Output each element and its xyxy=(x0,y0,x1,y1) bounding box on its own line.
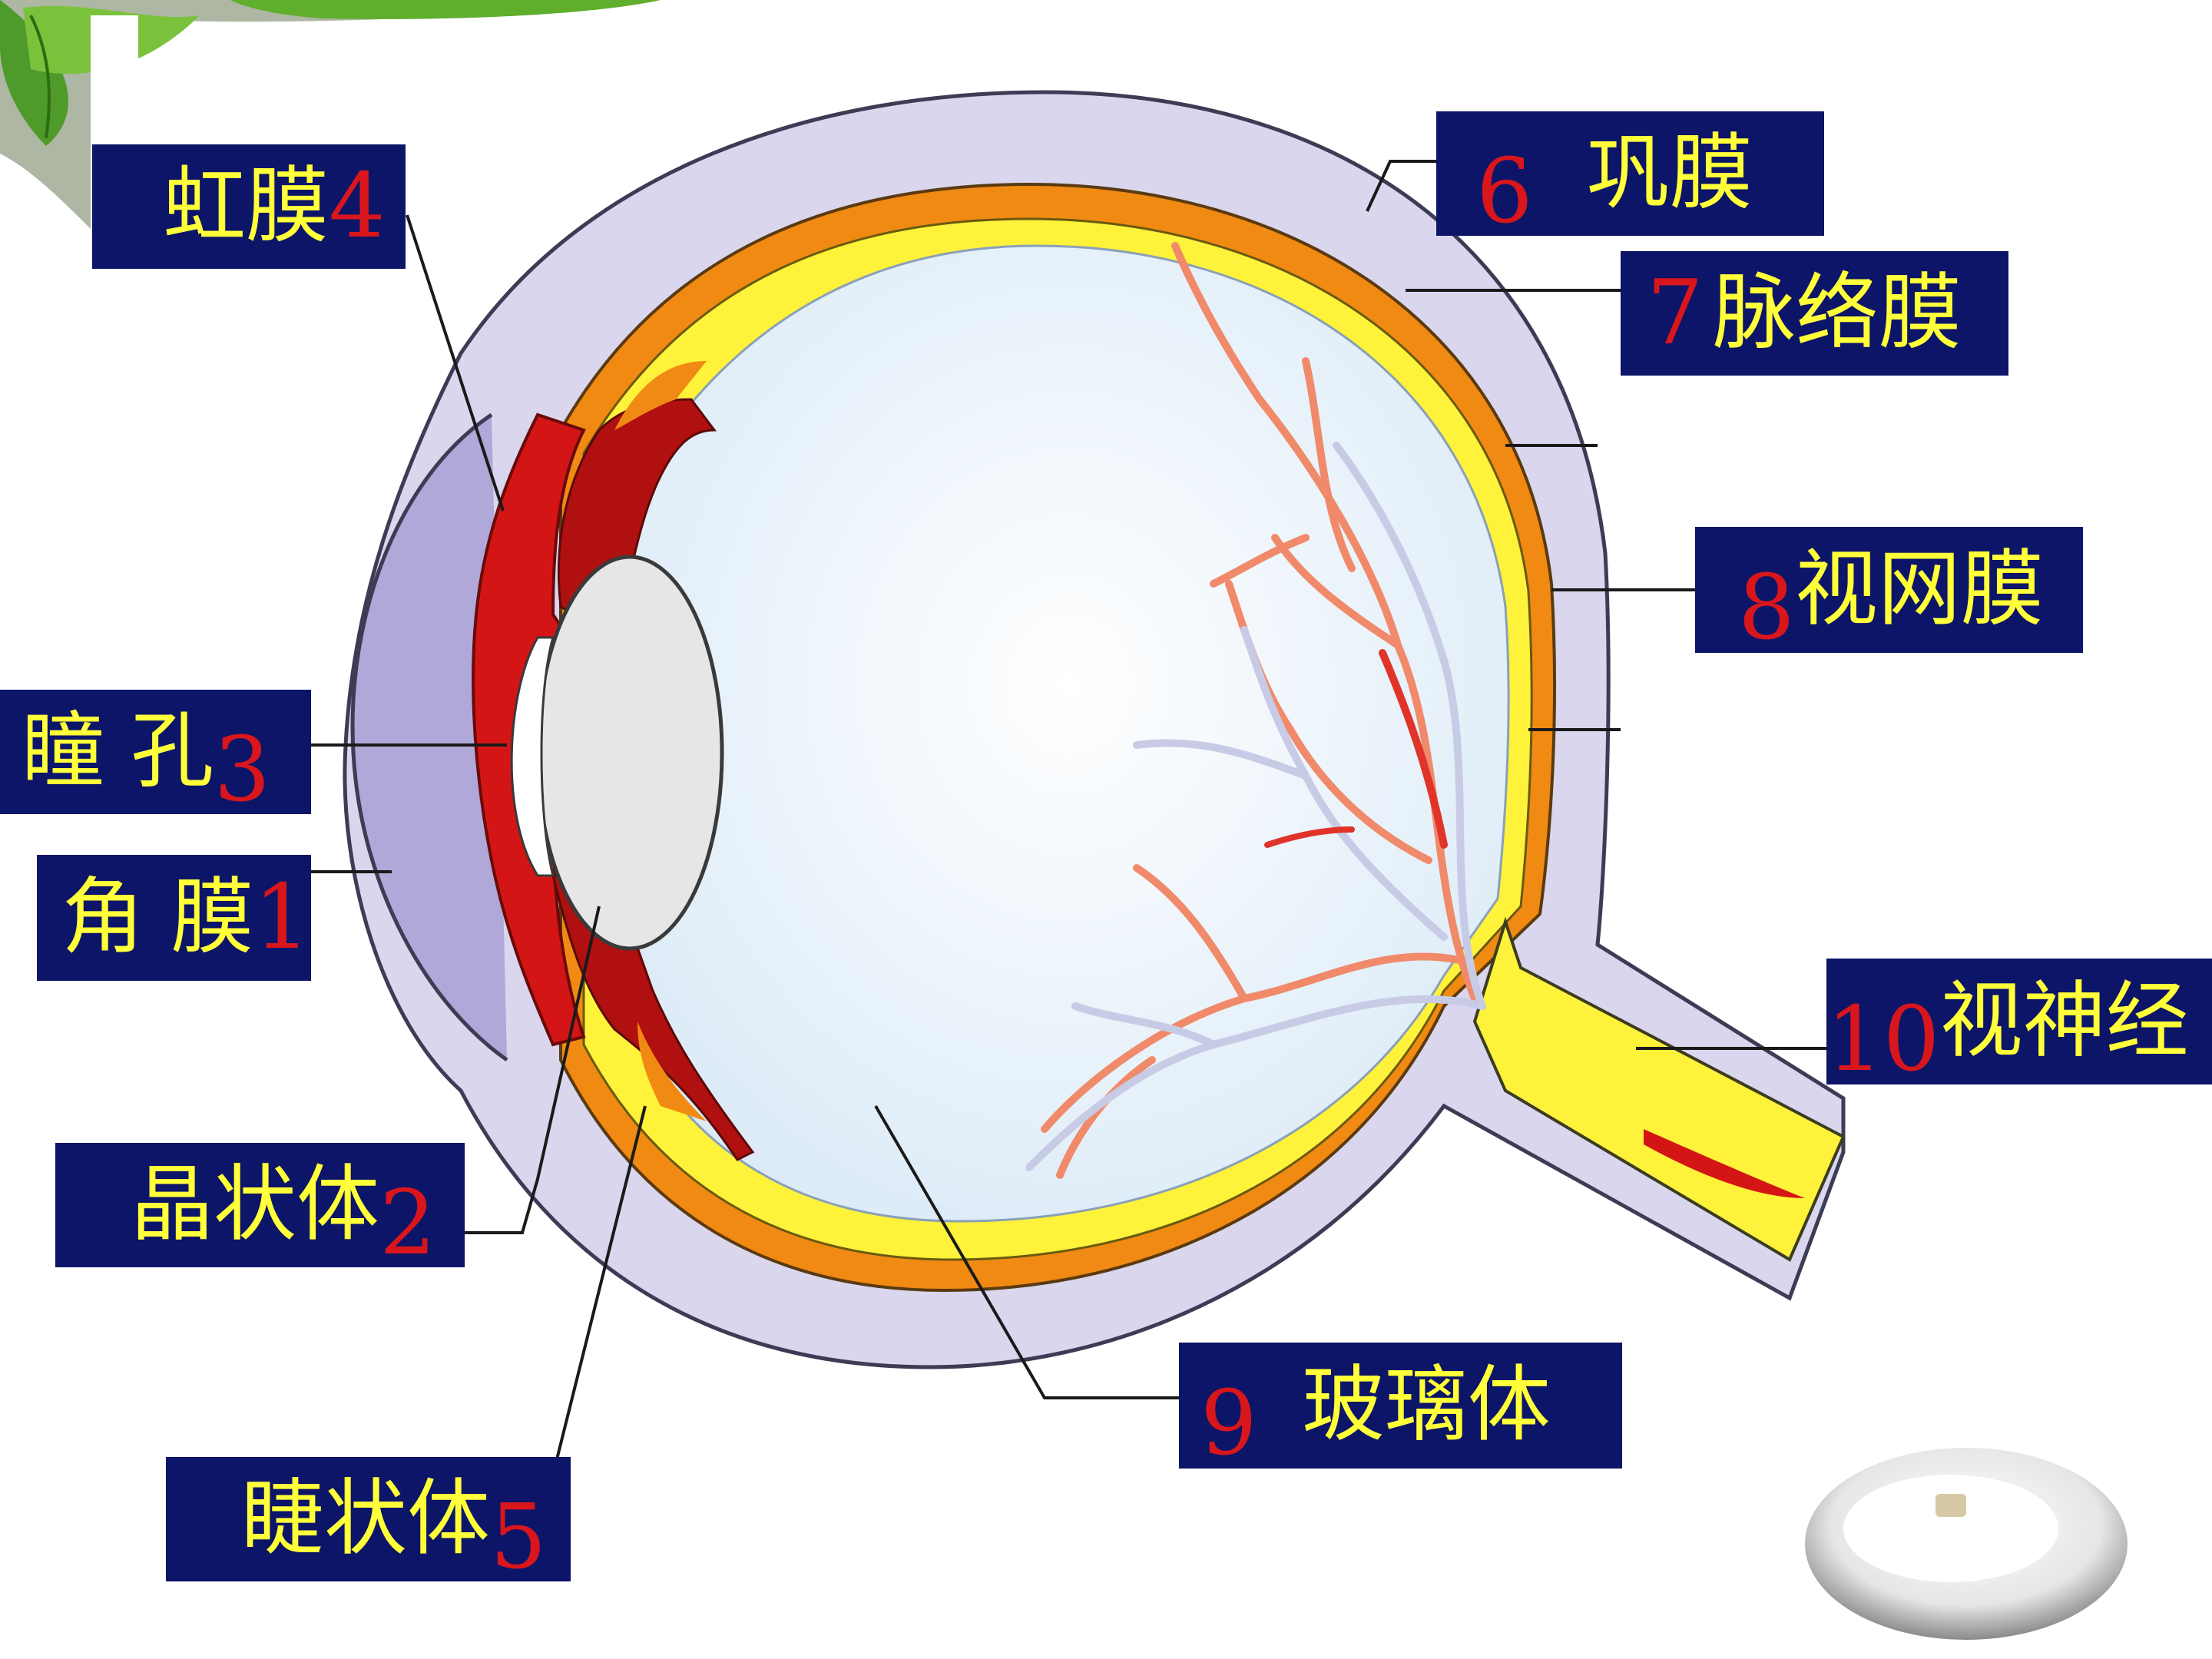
label-choroid-name: 脉络膜 xyxy=(1712,265,1962,361)
label-pupil-number: 3 xyxy=(214,718,271,822)
label-retina-name: 视网膜 xyxy=(1794,541,2044,637)
vitreous-body xyxy=(628,244,1510,1223)
label-ciliary-number: 5 xyxy=(490,1485,547,1589)
label-optic-nerve-number: 10 xyxy=(1826,988,1940,1091)
label-pupil-name: 瞳 孔 xyxy=(22,704,214,800)
label-sclera-number: 6 xyxy=(1476,140,1533,243)
label-choroid-number: 7 xyxy=(1647,261,1704,365)
lens-body xyxy=(535,555,724,951)
label-lens-name: 晶状体 xyxy=(131,1157,380,1253)
label-cornea-number: 1 xyxy=(253,866,311,969)
label-iris-number: 4 xyxy=(329,154,386,258)
label-sclera: 6 巩膜 xyxy=(1436,111,1824,243)
label-iris-name: 虹膜 xyxy=(163,158,329,254)
label-cornea-name: 角 膜 xyxy=(61,869,254,965)
label-ciliary-name: 睫状体 xyxy=(241,1471,491,1567)
optic-nerve xyxy=(1472,916,1846,1262)
label-retina-number: 8 xyxy=(1738,556,1795,660)
label-optic-nerve-name: 视神经 xyxy=(1939,973,2189,1069)
saucer-decoration-icon xyxy=(1805,1448,2212,1659)
leaf-decoration-icon xyxy=(0,0,661,230)
label-sclera-name: 巩膜 xyxy=(1586,125,1753,221)
leader-lines xyxy=(311,160,1828,1460)
retinal-vessels xyxy=(1025,242,1486,1179)
label-lens-number: 2 xyxy=(379,1171,436,1275)
pupil-opening xyxy=(510,636,555,877)
label-vitreous-number: 9 xyxy=(1200,1372,1257,1475)
label-vitreous-name: 玻璃体 xyxy=(1301,1357,1551,1453)
